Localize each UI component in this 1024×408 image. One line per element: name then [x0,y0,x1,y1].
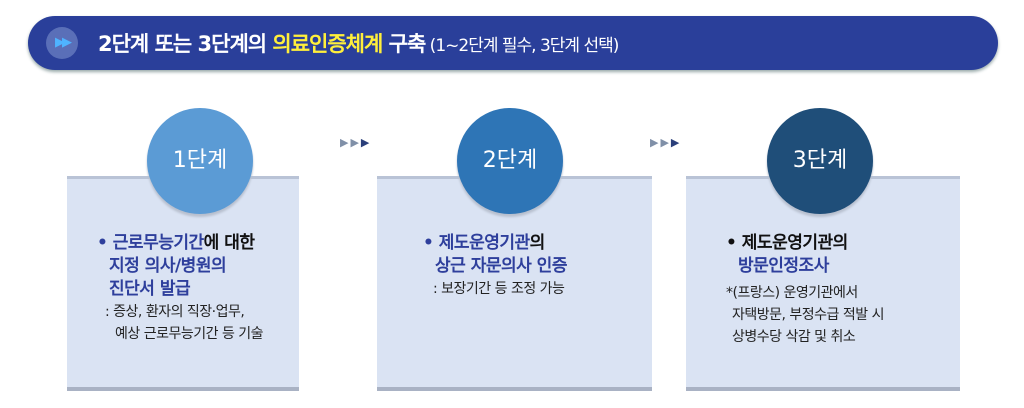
title-banner: ▶▶ 2단계 또는 3단계의 의료인증체계 구축 (1~2단계 필수, 3단계 … [28,16,998,70]
step1-line: 근로무능기간 [112,233,204,253]
title-part: 2단계 또는 3단계의 [98,32,273,56]
step1-line: 진단서 발급 [109,279,191,299]
step1-text: • 근로무능기간에 대한 지정 의사/병원의 진단서 발급 : 증상, 환자의 … [97,232,264,345]
step3-note: *(프랑스) 운영기관에서 [726,285,858,301]
step3-circle: 3단계 [767,108,873,214]
step3-line: 제도운영기관의 [741,233,848,253]
banner-title: 2단계 또는 3단계의 의료인증체계 구축 (1~2단계 필수, 3단계 선택) [98,28,620,58]
title-part: 구축 [382,32,427,56]
step2-line: 제도운영기관 [438,233,530,253]
step2-text: • 제도운영기관의 상근 자문의사 인증 : 보장기간 등 조정 가능 [423,232,567,300]
step2-circle: 2단계 [457,108,563,214]
step3-line: 방문인정조사 [738,256,829,276]
step1-note: : 증상, 환자의 직장·업무, [105,304,245,320]
step1-circle: 1단계 [147,108,253,214]
step1-line: 에 대한 [203,233,255,253]
step1-note: 예상 근로무능기간 등 기술 [115,326,264,342]
title-highlight: 의료인증체계 [272,32,383,56]
double-chevron-right-icon: ▶▶ [46,27,78,59]
title-subtitle: (1~2단계 필수, 3단계 선택) [425,36,620,56]
arrow-icon: ▶▶▶ [340,136,372,149]
step2-line: 상근 자문의사 인증 [435,256,567,276]
arrow-icon: ▶▶▶ [650,136,682,149]
step2-line: 의 [529,233,546,253]
step3-note: 자택방문, 부정수급 적발 시 [732,307,884,323]
step3-text: • 제도운영기관의 방문인정조사 *(프랑스) 운영기관에서 자택방문, 부정수… [726,232,884,348]
step2-note: : 보장기간 등 조정 가능 [433,281,565,297]
step1-line: 지정 의사/병원의 [109,256,227,276]
step3-note: 상병수당 삭감 및 취소 [732,329,856,345]
